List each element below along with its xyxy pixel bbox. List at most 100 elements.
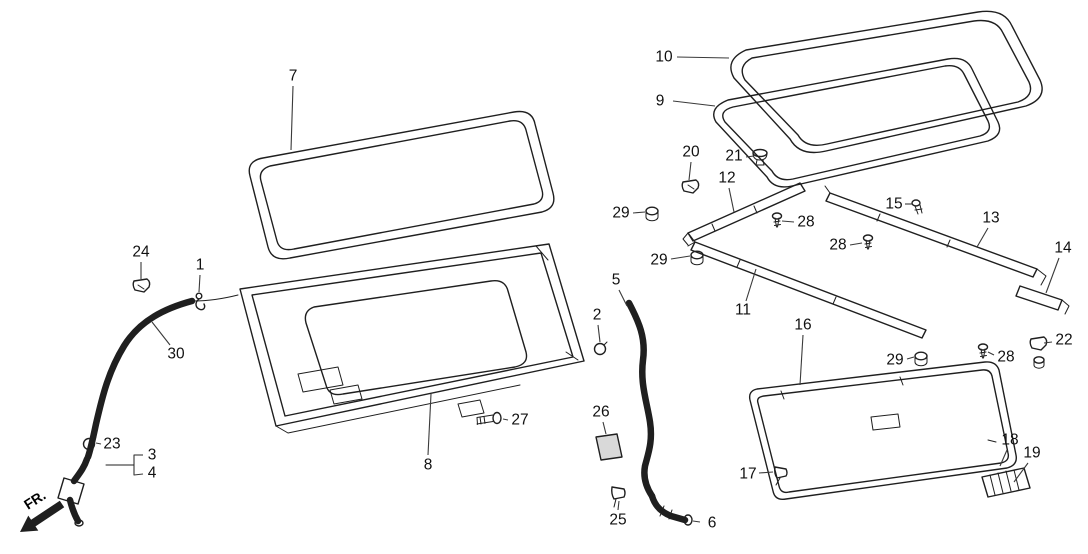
drain-tube-left: [57, 297, 196, 527]
clip-22: [1029, 336, 1048, 369]
bolt-28-b: [862, 234, 874, 250]
bolt-28-a: [771, 212, 783, 228]
part-label-28-22: 28: [997, 349, 1014, 366]
part-label-20-3: 20: [682, 144, 700, 161]
guide-rail-front-left: [682, 182, 806, 246]
part-label-21-4: 21: [725, 148, 742, 165]
leader-line-29-7: [632, 211, 646, 214]
part-label-25-32: 25: [609, 512, 626, 529]
part-label-29-7: 29: [612, 205, 629, 222]
sunroof-frame: [193, 243, 585, 434]
tube-band-clip-2: [593, 341, 608, 356]
clip-24: [132, 278, 151, 293]
nut-29-c: [914, 351, 928, 367]
sunshade-clip: [774, 466, 788, 486]
leader-line-1-14: [198, 274, 201, 293]
part-label-15-6: 15: [885, 196, 902, 213]
tube-ring-clip-23: [82, 437, 96, 451]
leader-line-28-22: [987, 351, 995, 356]
part-label-22-20: 22: [1055, 332, 1072, 349]
leader-line-10-1: [676, 56, 730, 59]
part-label-13-9: 13: [982, 210, 999, 227]
part-label-12-5: 12: [718, 170, 735, 187]
cushion-pad-26: [595, 433, 623, 461]
leader-line-5-15: [618, 289, 628, 307]
leader-line-29-21: [906, 356, 915, 360]
part-label-10-1: 10: [655, 49, 673, 66]
leader-line-30-18: [151, 321, 171, 346]
weatherstrip-seal: [248, 110, 555, 260]
leader-line-6-33: [692, 520, 701, 523]
part-label-14-11: 14: [1054, 240, 1072, 257]
bolt-27: [476, 411, 502, 425]
leader-line-9-2: [672, 100, 716, 107]
leader-line-21-4: [745, 155, 755, 158]
bolt-15: [911, 199, 923, 215]
leader-line-12-5: [728, 187, 735, 213]
leader-line-8-25: [427, 393, 432, 456]
glass-seal: [713, 57, 1001, 188]
leader-line-28-10: [849, 242, 863, 246]
part-label-4-28: 4: [148, 465, 157, 482]
leader-line-11-17: [745, 268, 757, 302]
part-label-6-33: 6: [708, 515, 717, 532]
leader-line-20-3: [688, 161, 692, 181]
part-label-26-23: 26: [592, 404, 609, 421]
part-label-1-14: 1: [196, 257, 205, 274]
part-label-18-30: 18: [1001, 432, 1018, 449]
part-label-3-27: 3: [148, 447, 157, 464]
nut-29-b: [690, 250, 704, 266]
sunshade-panel: [748, 361, 1017, 501]
leader-line-4-28: [133, 473, 144, 476]
part-label-11-17: 11: [735, 302, 751, 319]
leader-line-19-31: [1013, 462, 1029, 483]
leader-line-16-19: [799, 334, 804, 386]
leader-line-25-32: [617, 500, 620, 511]
part-label-23-26: 23: [103, 436, 120, 453]
bolt-28-c: [977, 343, 989, 359]
part-label-29-21: 29: [886, 352, 903, 369]
part-label-16-19: 16: [794, 317, 811, 334]
bracket-3-4: [105, 454, 135, 476]
part-label-27-24: 27: [511, 412, 528, 429]
glass-panel: [730, 10, 1043, 154]
slider-spring: [981, 467, 1031, 498]
part-label-29-12: 29: [650, 252, 667, 269]
leader-line-23-26: [95, 442, 102, 445]
leader-line-7-0: [290, 85, 294, 151]
leader-line-14-11: [1045, 257, 1060, 294]
part-label-28-10: 28: [829, 237, 846, 254]
guide-rail-right: [824, 185, 1047, 286]
leader-line-27-24: [502, 418, 509, 421]
part-label-30-18: 30: [167, 346, 185, 363]
fr-label: FR.: [21, 487, 49, 513]
part-label-8-25: 8: [424, 457, 433, 474]
tube-clip-25: [611, 486, 626, 508]
hook-pin: [195, 292, 206, 311]
part-label-28-8: 28: [797, 214, 814, 231]
drain-tube-center: [625, 299, 656, 500]
tube-elbow-6: [648, 492, 693, 526]
leader-line-17-29: [758, 471, 774, 474]
leader-line-18-30: [999, 449, 1008, 467]
part-label-5-15: 5: [612, 272, 621, 289]
part-label-2-16: 2: [593, 307, 602, 324]
part-label-9-2: 9: [656, 93, 665, 110]
clip-20: [681, 179, 700, 194]
leader-line-29-12: [670, 255, 691, 260]
part-label-17-29: 17: [739, 466, 756, 483]
part-label-7-0: 7: [289, 68, 298, 85]
rail-end-piece: [1015, 285, 1070, 315]
guide-rail-lower-left: [687, 233, 927, 339]
fr-direction-indicator: FR.: [20, 487, 65, 532]
leader-line-13-9: [976, 227, 989, 248]
part-label-19-31: 19: [1023, 445, 1040, 462]
leader-line-22-20: [1043, 341, 1053, 344]
leader-line-2-16: [597, 324, 601, 343]
nut-29-a: [645, 206, 659, 222]
leader-line-26-23: [602, 421, 607, 435]
fr-arrow-icon: [20, 500, 65, 532]
part-label-24-13: 24: [132, 244, 150, 261]
